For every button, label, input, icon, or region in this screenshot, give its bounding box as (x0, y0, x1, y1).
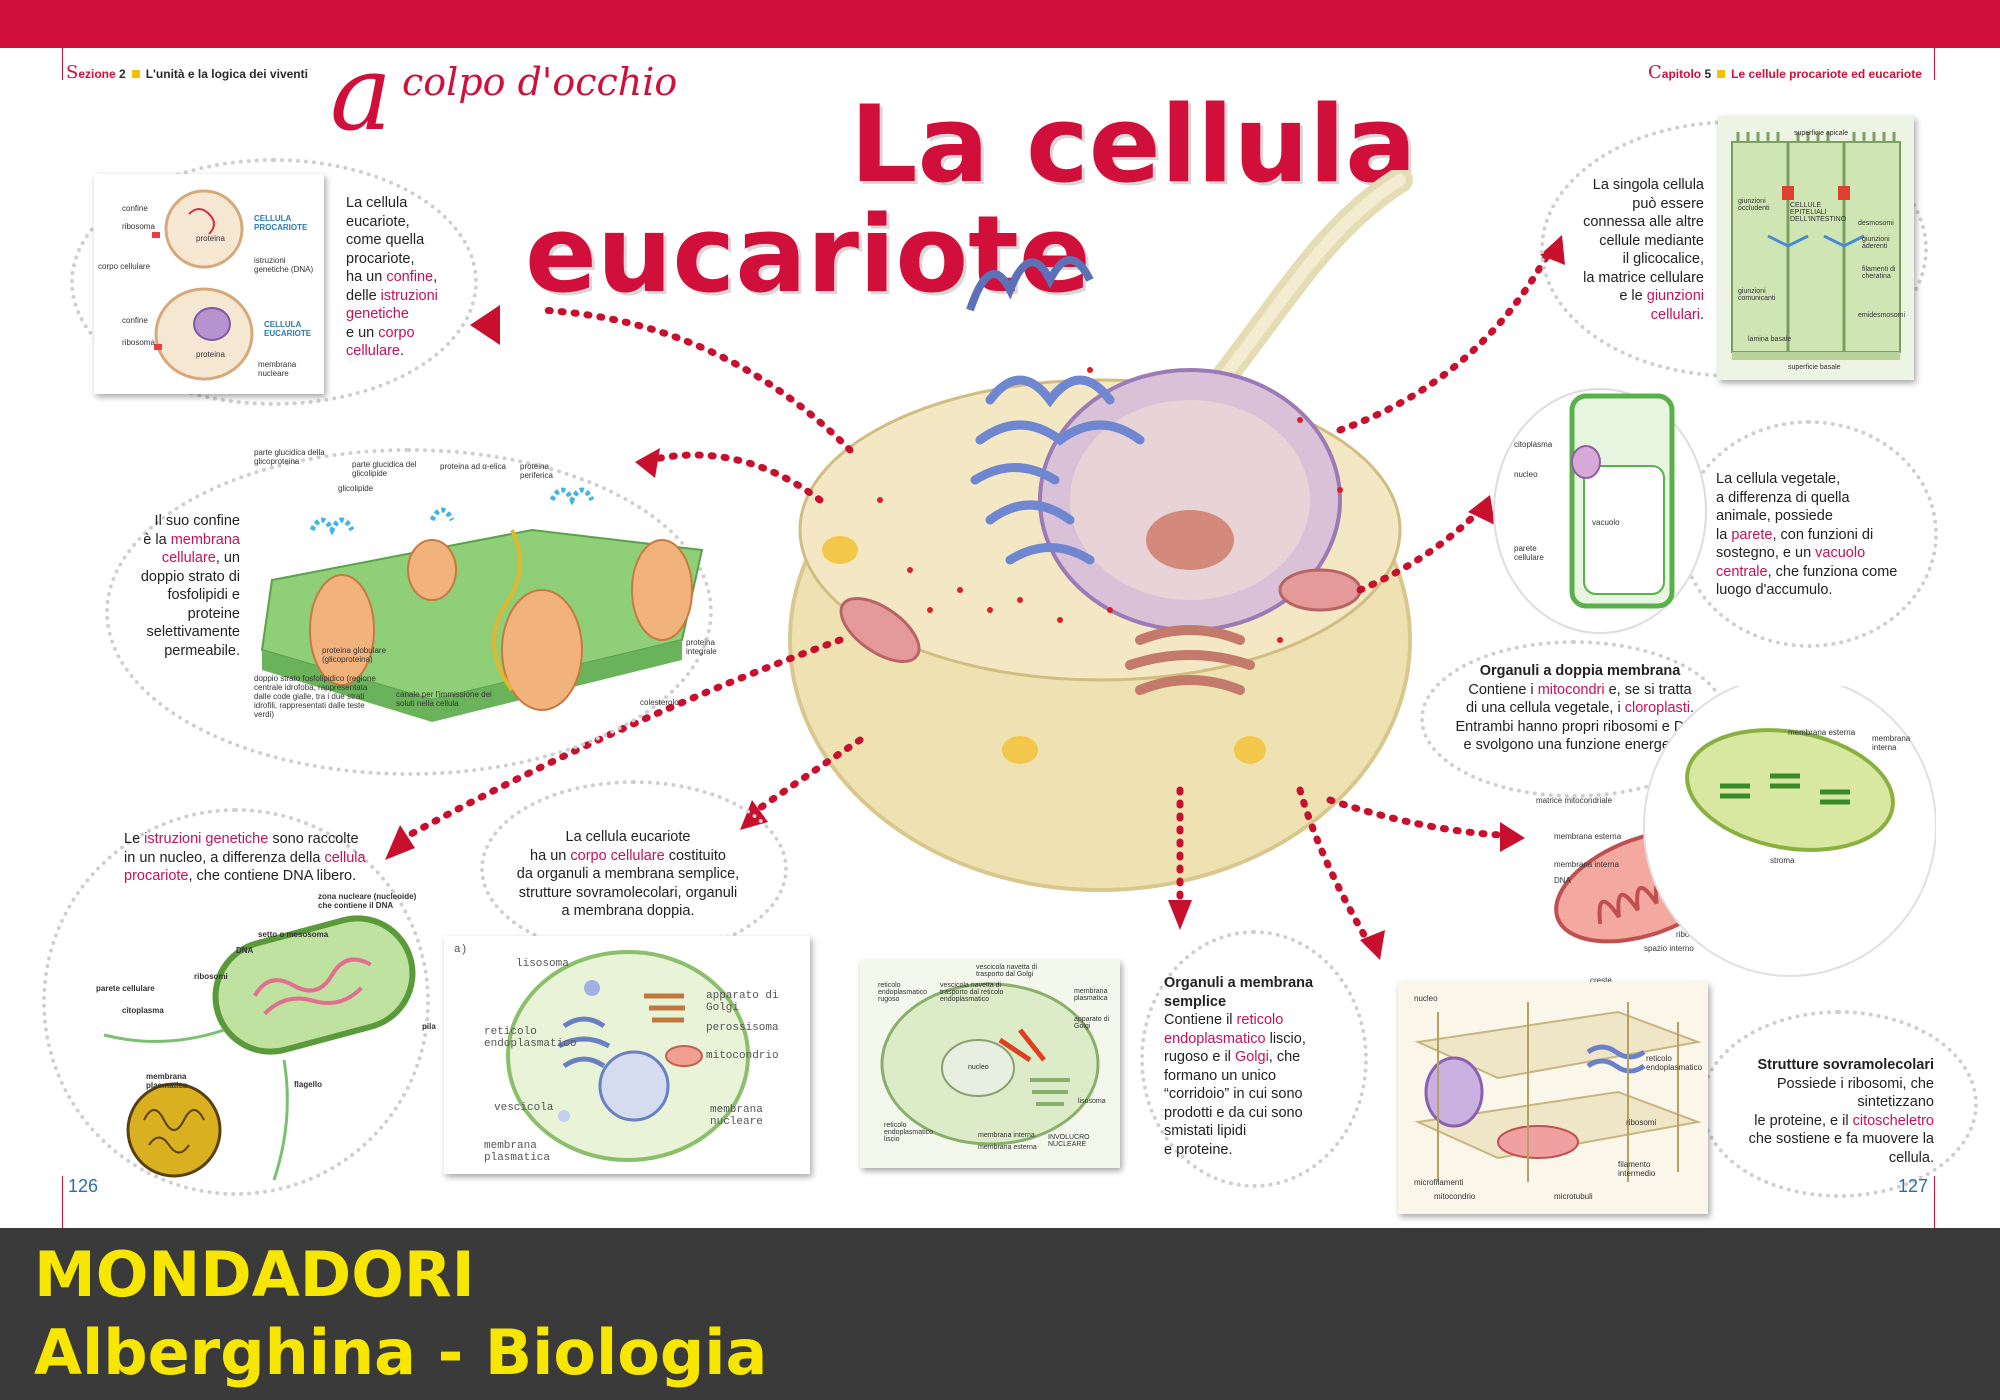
footer-publisher: MONDADORI (34, 1238, 475, 1311)
footer-book-title: Alberghina - Biologia (34, 1316, 768, 1389)
text-vegetale: La cellula vegetale,a differenza di quel… (1716, 471, 1898, 598)
text-semplice: Organuli a membrana semplice Contiene il… (1164, 975, 1314, 1158)
left-bottom-rule (62, 1176, 63, 1236)
bubble-procarioti (70, 158, 478, 406)
plant-cell-illustration (1493, 388, 1707, 634)
title-semplice: Organuli a membrana semplice (1164, 975, 1314, 1010)
page-title-line1: La cellula (850, 83, 1417, 206)
footer-banner: MONDADORI Alberghina - Biologia (0, 1228, 2000, 1400)
arrow-head-procarioti (470, 305, 500, 345)
top-banner (0, 0, 2000, 48)
page-number-right: 127 (1898, 1176, 1929, 1196)
page-number-left: 126 (68, 1176, 99, 1196)
panel-cellula-a: a) lisosoma apparato di Golgi perossisom… (444, 936, 810, 1174)
membrane-illustration (260, 487, 704, 722)
page-title-line2: eucariote (525, 193, 1091, 316)
right-bottom-rule (1934, 1176, 1935, 1236)
bubble-semplice (1140, 930, 1368, 1188)
panel-procariote-eucariote: confine ribosoma corpo cellulare istruzi… (94, 174, 324, 394)
bubble-membrana (105, 448, 713, 776)
panel-citoscheletro: nucleo reticolo endoplasmatico ribosomi … (1398, 982, 1708, 1214)
text-doppia: Organuli a doppia membrana Contiene i mi… (1455, 663, 1705, 753)
text-sovra: Strutture sovramolecolari Possiede i rib… (1748, 1057, 1934, 1166)
bubble-nucleo (42, 808, 430, 1196)
bacterium-illustration (103, 915, 416, 1181)
title-doppia: Organuli a doppia membrana (1479, 663, 1681, 679)
left-margin-rule (62, 0, 63, 80)
right-margin-rule (1934, 0, 1935, 80)
panel-reticolo-golgi: vescicola navetta di trasporto dal Golgi… (860, 960, 1120, 1168)
panel-giunzioni: superficie apicale giunzioni occludenti … (1718, 116, 1914, 380)
eukaryotic-cell-illustration (788, 170, 1413, 892)
title-sovra: Strutture sovramolecolari (1757, 1057, 1934, 1073)
chloroplast-illustration (1643, 686, 1936, 977)
